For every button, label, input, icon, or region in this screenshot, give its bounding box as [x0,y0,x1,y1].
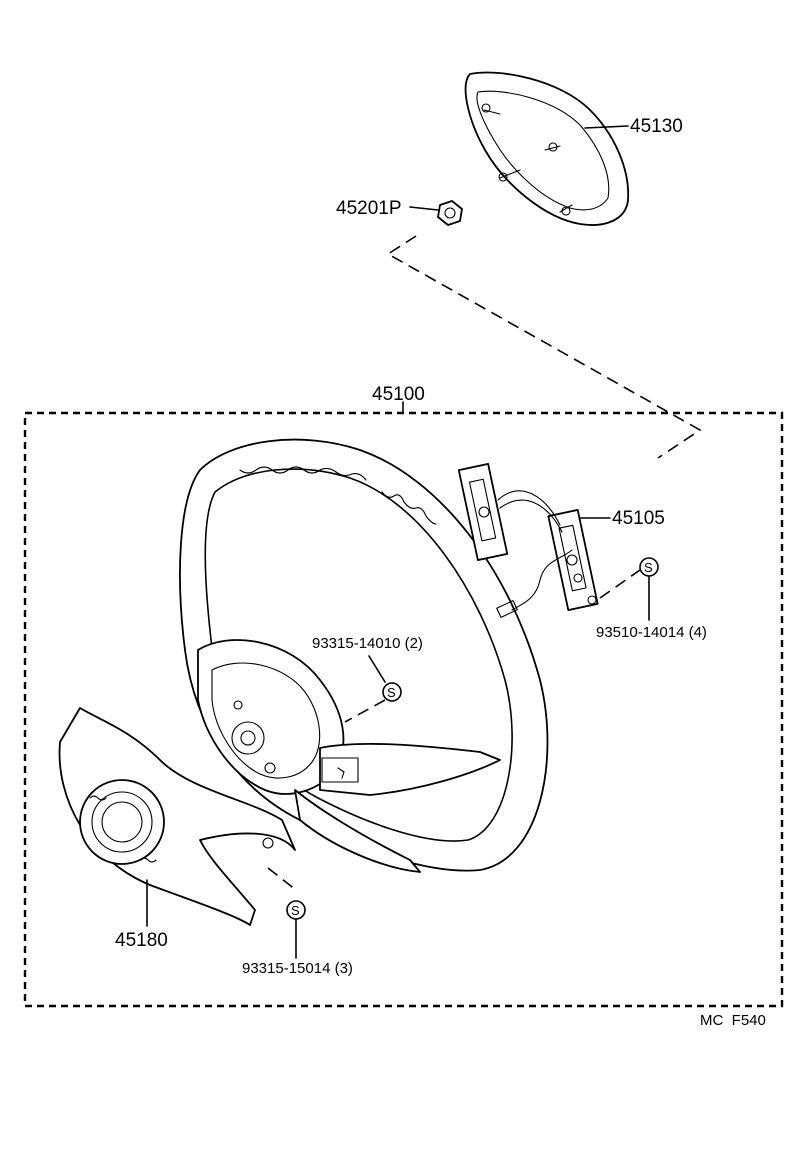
screw-symbol-pad-text: S [387,685,396,700]
diagram-code: MC F540 [700,1012,766,1029]
label-screw-contact: 93510-14014 (4) [596,624,707,641]
screw-symbol-cover-text: S [291,903,300,918]
label-lower-cover: 45180 [115,930,168,951]
label-horn-pad: 45130 [630,116,683,137]
horn-contact-drawing [457,462,599,618]
horn-pad-drawing [464,71,630,226]
label-screw-pad: 93315-14010 (2) [312,635,423,652]
nut-drawing [437,200,463,226]
label-nut: 45201P [336,198,402,219]
label-wheel-assembly: 45100 [372,384,425,405]
steering-wheel-drawing [179,438,549,873]
screw-symbol-contact-text: S [644,560,653,575]
install-path-line [386,235,702,459]
screw-symbol-pad [382,682,402,702]
lower-cover-drawing [58,707,296,926]
label-screw-cover: 93315-15014 (3) [242,960,353,977]
label-horn-contact: 45105 [612,508,665,529]
